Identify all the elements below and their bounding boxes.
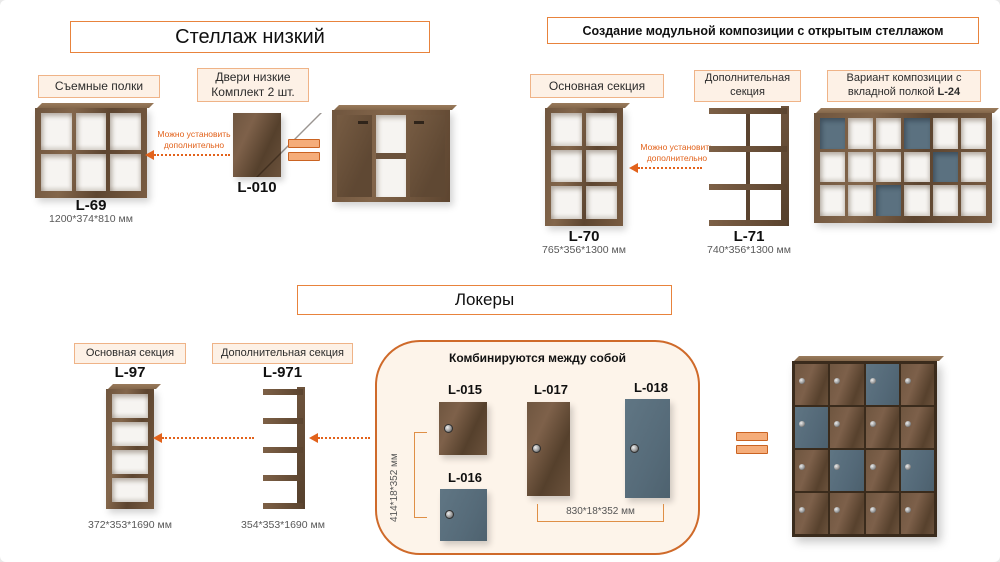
gray-locker-door <box>900 450 934 491</box>
equals-icon <box>736 432 768 458</box>
l018-model: L-018 <box>634 380 668 395</box>
gray-locker-door <box>795 407 829 448</box>
composition-variant-image <box>814 113 992 223</box>
modular-section-title: Создание модульной композиции с открытым… <box>547 17 979 44</box>
low-shelf-section-title: Стеллаж низкий <box>70 21 430 53</box>
low-doors-label: Двери низкие Комплект 2 шт. <box>197 68 309 102</box>
small-doors-dims: 414*18*352 мм <box>389 453 400 522</box>
l69-model: L-69 <box>75 197 107 214</box>
l017-door-image <box>527 402 570 496</box>
l015-door-image <box>439 402 487 455</box>
install-note-modular: Можно установить дополнительно <box>640 142 714 163</box>
install-note-low: Можно установить дополнительно <box>157 129 231 150</box>
low-doors-label-line1: Двери низкие <box>215 70 291 84</box>
l016-door-image <box>440 489 487 541</box>
l69-dims: 1200*374*810 мм <box>49 213 133 225</box>
l010-model: L-010 <box>237 179 277 196</box>
l71-addon-image <box>709 106 789 227</box>
insert-shelf-l24 <box>904 118 930 149</box>
l017-model: L-017 <box>534 382 568 397</box>
l018-door-image <box>625 399 670 498</box>
low-doors-label-line2: Комплект 2 шт. <box>211 85 295 99</box>
l016-model: L-016 <box>448 470 482 485</box>
combined-locker-image <box>792 361 937 537</box>
l70-dims: 765*356*1300 мм <box>542 244 626 256</box>
gray-locker-door <box>830 450 864 491</box>
small-doors-dim-bracket <box>414 432 427 518</box>
modular-extra-label: Дополнительная секция <box>694 70 801 102</box>
sideboard-left-door <box>337 115 372 197</box>
modular-main-label: Основная секция <box>530 74 664 98</box>
removable-shelves-label: Съемные полки <box>38 75 160 98</box>
l971-dims: 354*353*1690 мм <box>241 519 325 531</box>
l010-doors-image <box>233 113 281 177</box>
combine-box-title: Комбинируются между собой <box>449 351 626 365</box>
equals-icon <box>288 139 320 165</box>
combine-box: Комбинируются между собой L-015 L-016 L-… <box>375 340 700 555</box>
l70-model: L-70 <box>568 228 600 245</box>
gray-locker-door <box>865 364 899 405</box>
variant-label: Вариант композиции с вкладной полкой L-2… <box>827 70 981 102</box>
l71-dims: 740*356*1300 мм <box>707 244 791 256</box>
l97-locker-image <box>106 389 154 509</box>
l69-shelf-image <box>35 108 147 198</box>
large-doors-dim-bracket: 830*18*352 мм <box>537 504 664 522</box>
l70-shelf-image <box>545 108 623 226</box>
l971-addon-image <box>263 387 305 510</box>
lockers-main-label: Основная секция <box>74 343 186 364</box>
lockers-extra-label: Дополнительная секция <box>212 343 353 364</box>
l97-dims: 372*353*1690 мм <box>88 519 172 531</box>
sideboard-open-middle <box>375 115 407 197</box>
insert-shelf-l24 <box>820 118 846 149</box>
lockers-section-title: Локеры <box>297 285 672 315</box>
arrow-left-icon <box>629 163 702 173</box>
l971-model: L-971 <box>262 364 303 381</box>
arrow-left-icon <box>153 433 254 443</box>
insert-shelf-l24 <box>932 151 958 183</box>
arrow-left-icon <box>145 150 230 160</box>
variant-model-bold: L-24 <box>937 86 961 98</box>
arrow-left-icon <box>309 433 370 443</box>
l71-model: L-71 <box>733 228 765 245</box>
sideboard-right-door <box>410 115 445 197</box>
l015-model: L-015 <box>448 382 482 397</box>
insert-shelf-l24 <box>876 185 902 216</box>
combined-low-unit-image <box>332 110 450 202</box>
l97-model: L-97 <box>114 364 146 381</box>
